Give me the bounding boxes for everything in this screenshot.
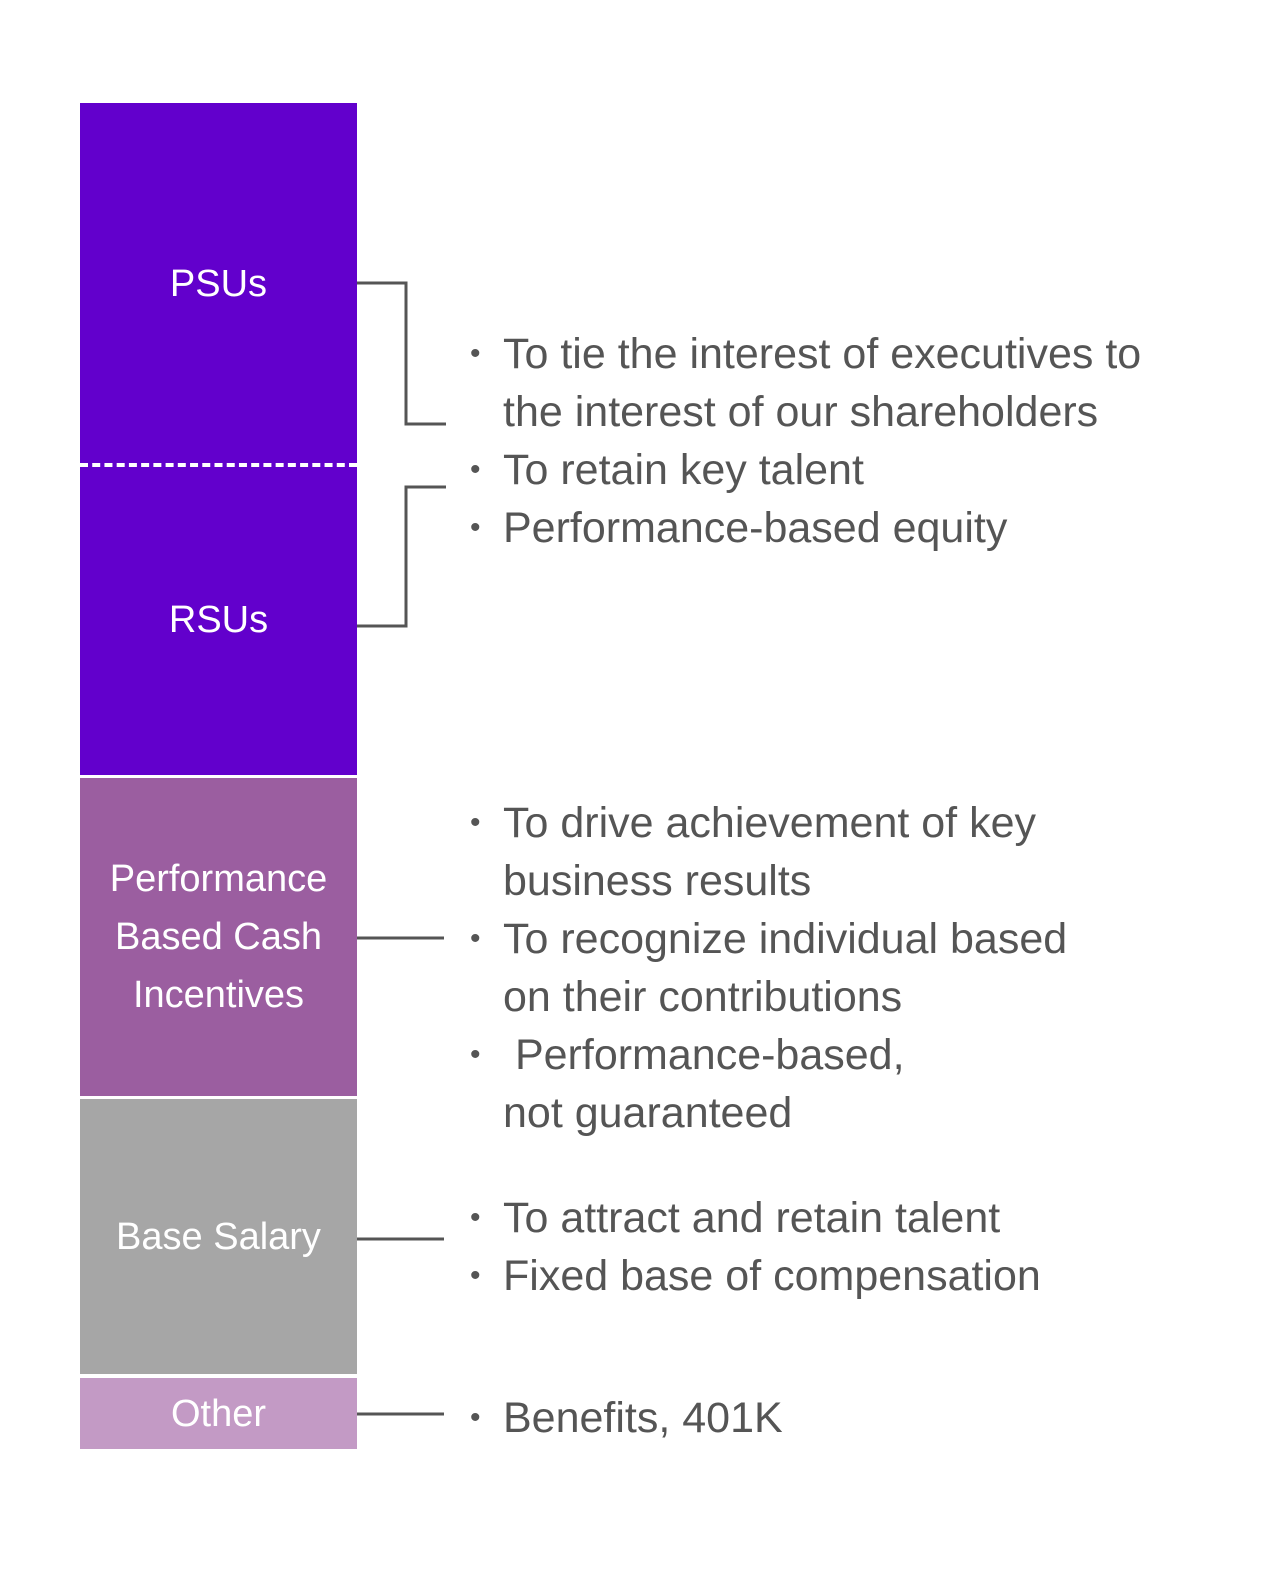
other-bullets: Benefits, 401K xyxy=(470,1389,1170,1447)
bullet-item: Benefits, 401K xyxy=(470,1389,1170,1447)
bullet-item: To attract and retain talent xyxy=(470,1189,1170,1247)
equity-bullets: To tie the interest of executives to the… xyxy=(470,325,1170,557)
rsus-segment: RSUs xyxy=(80,465,357,775)
cash-label-line-3: Incentives xyxy=(132,974,305,1016)
cash-incentives-segment: Performance Based Cash Incentives xyxy=(80,778,357,1096)
bullet-item: Fixed base of compensation xyxy=(470,1247,1170,1305)
cash-label-line-2: Based Cash xyxy=(114,916,322,958)
base-salary-segment: Base Salary xyxy=(80,1099,357,1374)
base-salary-label: Base Salary xyxy=(116,1215,321,1258)
bullet-item: To retain key talent xyxy=(470,441,1170,499)
rsus-label: RSUs xyxy=(168,599,269,641)
base-bullets: To attract and retain talent Fixed base … xyxy=(470,1189,1170,1305)
psus-bracket xyxy=(357,281,446,426)
bullet-item: To drive achievement of key business res… xyxy=(470,794,1083,910)
cash-label-line-1: Performance xyxy=(109,858,328,900)
psus-rsus-divider xyxy=(80,463,357,467)
psus-segment: PSUs xyxy=(80,103,357,465)
bullet-item: Performance-based equity xyxy=(470,499,1170,557)
cash-bullets: To drive achievement of key business res… xyxy=(470,794,1170,1142)
other-segment: Other xyxy=(80,1378,357,1449)
rsus-bracket xyxy=(357,485,446,628)
psus-label: PSUs xyxy=(169,263,268,305)
bullet-item: To tie the interest of executives to the… xyxy=(470,325,1143,441)
bullet-item: To recognize individual based on their c… xyxy=(470,910,1113,1026)
bullet-item: Performance-based, not guaranteed xyxy=(470,1026,943,1142)
other-label: Other xyxy=(170,1392,267,1435)
